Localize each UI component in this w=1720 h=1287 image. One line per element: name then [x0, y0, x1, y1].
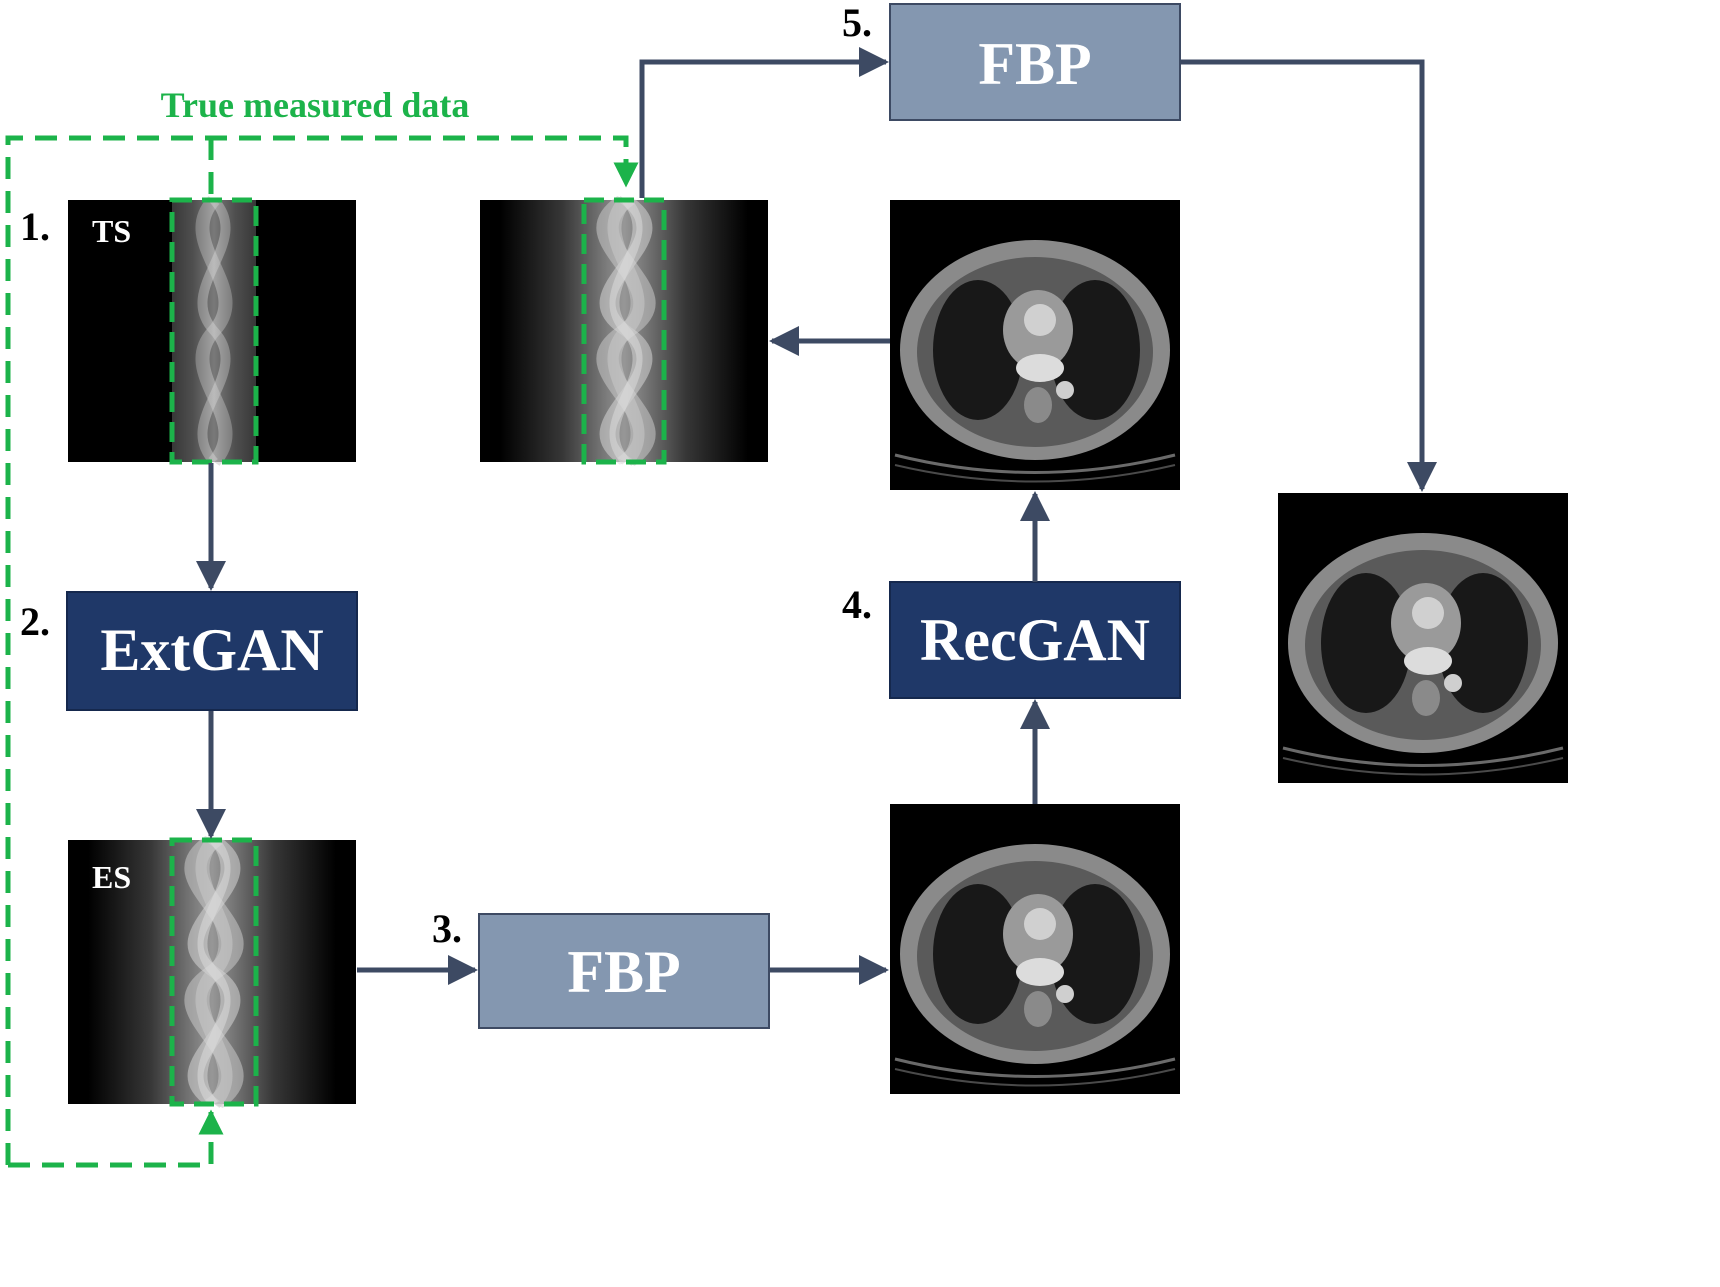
- step-1: 1.: [20, 204, 50, 249]
- ts-label: TS: [92, 213, 131, 249]
- fbp-bottom-label: FBP: [567, 939, 680, 1005]
- extgan-box: [66, 591, 358, 711]
- diagram-title: True measured data: [161, 85, 470, 125]
- fbp-top-label: FBP: [978, 31, 1091, 97]
- step-5: 5.: [842, 0, 872, 45]
- truncated-sinogram: TS: [68, 200, 356, 462]
- fbp-top-box: [889, 3, 1181, 121]
- fbp-ct-image: [888, 802, 1182, 1096]
- flow-arrows: [196, 47, 1437, 985]
- fbp-bottom-box: [478, 913, 770, 1029]
- final-ct-image: [1276, 491, 1570, 785]
- extrapolated-sinogram: ES: [68, 840, 356, 1104]
- true-data-dashed-path: [5, 135, 639, 1168]
- es-label: ES: [92, 859, 131, 895]
- step-3: 3.: [432, 906, 462, 951]
- refined-sinogram: [480, 200, 768, 462]
- recgan-label: RecGAN: [920, 607, 1150, 673]
- step-4: 4.: [842, 582, 872, 627]
- recgan-box: [889, 581, 1181, 699]
- extgan-label: ExtGAN: [100, 617, 323, 683]
- step-2: 2.: [20, 599, 50, 644]
- recgan-ct-image: [888, 198, 1182, 492]
